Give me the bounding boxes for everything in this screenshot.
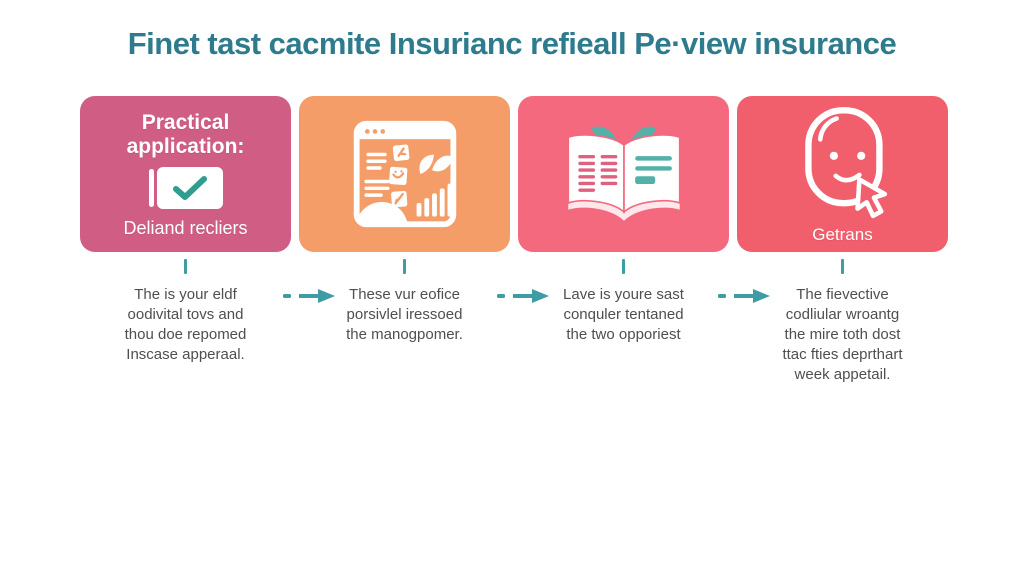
card-description: The fievective codliular wroantg the mir…	[782, 286, 903, 383]
card-heading: Practical application:	[126, 110, 245, 158]
checkmark-icon	[172, 176, 207, 201]
description-col-4: The fievective codliular wroantg the mir…	[737, 259, 948, 385]
flow-arrow-icon	[718, 289, 770, 303]
card-book	[518, 96, 729, 252]
browser-dashboard-icon	[353, 120, 456, 228]
connector-tick-icon	[622, 259, 625, 274]
open-book-icon	[566, 126, 681, 221]
card-description: These vur eofice porsivlel iressoed the …	[346, 286, 463, 343]
description-col-1: The is your eldf oodivital tovs and thou…	[80, 259, 291, 385]
page-title: Finet tast cacmite Insurianc refieall Pe…	[127, 26, 897, 61]
document-checkmark-icon	[148, 167, 223, 210]
description-col-2: These vur eofice porsivlel iressoed the …	[299, 259, 510, 385]
document-body	[156, 167, 223, 210]
card-description: The is your eldf oodivital tovs and thou…	[124, 286, 247, 363]
card-description: Lave is youre sast conquler tentaned the…	[563, 286, 684, 343]
connector-tick-icon	[184, 259, 187, 274]
description-col-3: Lave is youre sast conquler tentaned the…	[518, 259, 729, 385]
card-label: Getrans	[812, 225, 873, 244]
card-dashboard	[299, 96, 510, 252]
card-getrans: Getrans	[737, 96, 948, 252]
flow-arrow-icon	[497, 289, 549, 303]
descriptions-row: The is your eldf oodivital tovs and thou…	[80, 259, 948, 385]
face-cursor-icon	[804, 107, 887, 219]
connector-tick-icon	[403, 259, 406, 274]
document-edge	[148, 169, 154, 208]
cards-row: Practical application: Deliand recliers	[80, 96, 948, 252]
card-practical-application: Practical application: Deliand recliers	[80, 96, 291, 252]
flow-arrow-icon	[283, 289, 335, 303]
card-label: Deliand recliers	[123, 218, 248, 239]
connector-tick-icon	[841, 259, 844, 274]
